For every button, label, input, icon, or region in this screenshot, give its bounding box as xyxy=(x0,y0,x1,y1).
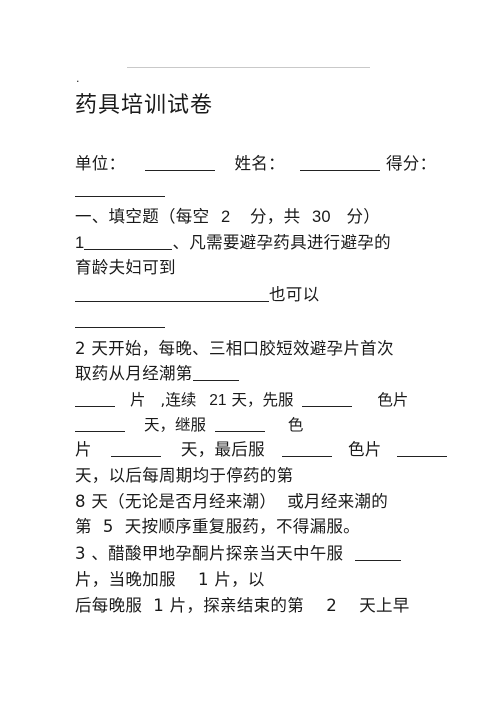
name-label: 姓名： xyxy=(234,154,285,173)
q2-line5: 片 天，最后服 色片 xyxy=(75,440,448,460)
q1-blank-2[interactable] xyxy=(75,285,269,302)
q1-line1: 1、凡需要避孕药具进行避孕的 xyxy=(75,233,391,252)
q2-blank-6[interactable] xyxy=(111,440,162,457)
q2-line4: 天，继服 色 xyxy=(75,415,303,435)
q3-line2: 片，当晚加服 1 片，以 xyxy=(75,570,265,589)
q2-line8: 第 5 天按顺序重复服药，不得漏服。 xyxy=(75,517,360,536)
name-field[interactable] xyxy=(300,154,381,171)
q2-blank-8[interactable] xyxy=(397,440,448,457)
q1-blank-3[interactable] xyxy=(75,326,165,328)
page-title: 药具培训试卷 xyxy=(75,93,214,118)
header-fields-row: 单位： 姓名： 得分： xyxy=(75,154,436,174)
score-field[interactable] xyxy=(75,195,165,197)
q1-blank-1[interactable] xyxy=(84,233,173,250)
q2-blank-5[interactable] xyxy=(214,415,265,432)
q2-line2: 取药从月经潮第 xyxy=(75,364,239,384)
unit-field[interactable] xyxy=(144,154,215,171)
q2-blank-7[interactable] xyxy=(282,440,333,457)
q3-line1: 3 、醋酸甲地孕酮片探亲当天中午服 xyxy=(75,544,401,564)
q3-line3: 后每晚服 1 片，探亲结束的第 2 天上早 xyxy=(75,596,410,615)
q2-blank-2[interactable] xyxy=(75,390,115,407)
q1-line3: 也可以 xyxy=(75,285,319,305)
q1-line2: 育龄夫妇可到 xyxy=(75,258,176,277)
q2-blank-4[interactable] xyxy=(75,415,125,432)
q2-line3: 片 ,连续 21 天，先服 色片 xyxy=(75,390,408,411)
q2-line1: 2 天开始，每晚、三相口胶短效避孕片首次 xyxy=(75,339,394,358)
header-rule xyxy=(127,67,370,68)
q2-blank-1[interactable] xyxy=(192,364,239,381)
q2-blank-3[interactable] xyxy=(302,390,353,407)
q3-blank-1[interactable] xyxy=(354,544,401,561)
q2-line7: 8 天（无论是否月经来潮） 或月经来潮的 xyxy=(75,492,389,511)
header-mark: . xyxy=(76,72,80,85)
q2-line6: 天，以后每周期均于停药的第 xyxy=(75,466,294,485)
score-label: 得分： xyxy=(386,154,437,173)
section1-heading: 一、填空题（每空 2 分，共 30 分） xyxy=(75,207,381,226)
unit-label: 单位： xyxy=(75,154,126,173)
